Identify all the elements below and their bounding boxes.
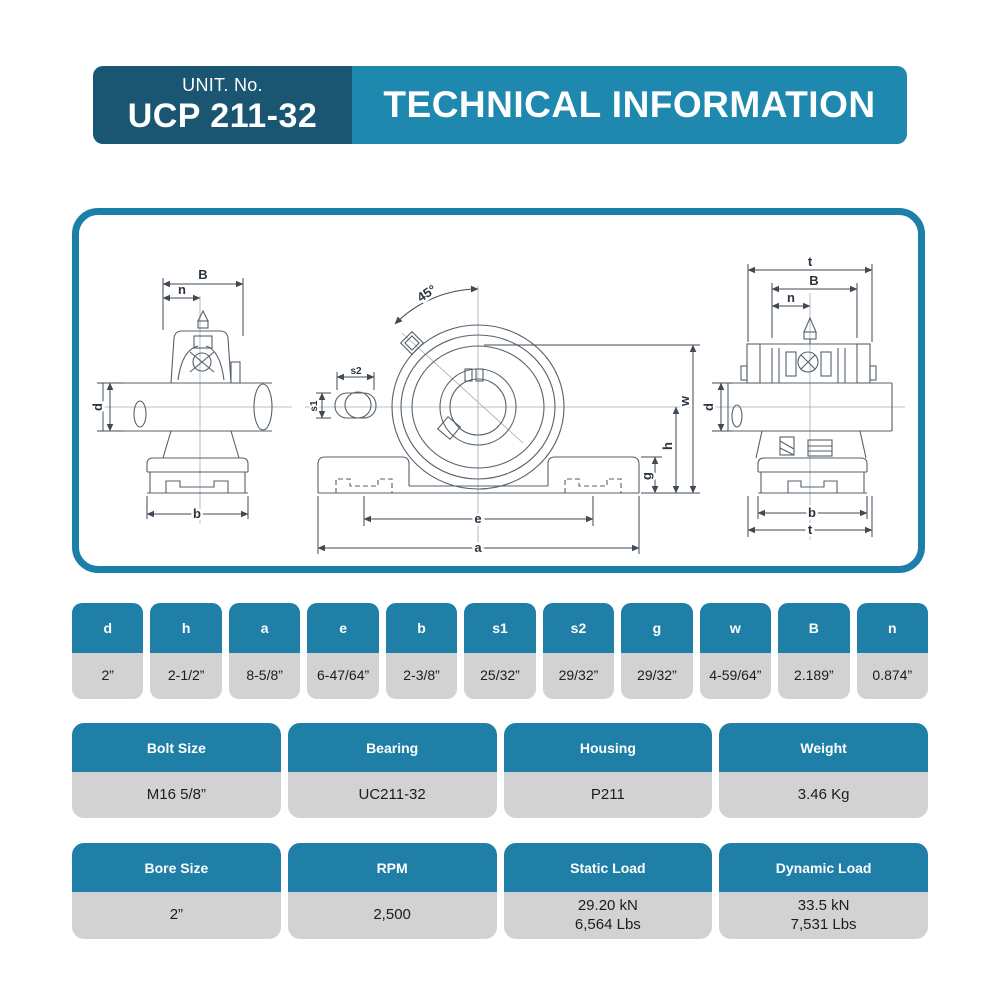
column-value: 8-5/8” <box>228 653 301 699</box>
dim-label-s1: s1 <box>309 400 320 412</box>
dim-label-n-left: n <box>178 282 186 297</box>
column-value: 6-47/64” <box>307 653 379 699</box>
column-value: 2-1/2” <box>150 653 222 699</box>
technical-drawing-panel: B n d b 45° s2 s1 e a w h g t B n d b t <box>72 208 925 573</box>
column-value: 4-59/64” <box>699 653 772 699</box>
column-value: 33.5 kN 7,531 Lbs <box>719 892 928 939</box>
technical-drawing: B n d b 45° s2 s1 e a w h g t B n d b t <box>88 252 905 558</box>
dim-label-d-left: d <box>90 403 105 411</box>
column-value: 2,500 <box>287 892 497 939</box>
column-value: P211 <box>503 772 713 818</box>
column-header: B <box>778 603 850 653</box>
column-header: Bearing <box>287 723 497 772</box>
column-value: 2.189” <box>778 653 850 699</box>
dim-label-b-right: b <box>808 505 816 520</box>
column-header: Bore Size <box>72 843 281 892</box>
column-value: 2” <box>72 653 144 699</box>
column-header: n <box>856 603 928 653</box>
column-value: 25/32” <box>464 653 536 699</box>
column-header: s1 <box>464 603 536 653</box>
column-header: Bolt Size <box>72 723 281 772</box>
column-header: g <box>621 603 693 653</box>
column-header: Weight <box>719 723 928 772</box>
dim-label-h: h <box>660 442 675 450</box>
dim-label-angle: 45° <box>414 282 439 305</box>
column-header: d <box>72 603 144 653</box>
title-panel: TECHNICAL INFORMATION <box>352 66 907 144</box>
dim-label-B-left: B <box>198 267 207 282</box>
dim-label-t-bottom-right: t <box>808 522 813 537</box>
dim-label-d-right: d <box>701 403 716 411</box>
unit-number-panel: UNIT. No. UCP 211-32 <box>93 66 352 144</box>
column-header: RPM <box>287 843 497 892</box>
column-value: 2” <box>72 892 281 939</box>
column-value: 29/32” <box>621 653 693 699</box>
grease-fitting-icon <box>399 330 425 356</box>
column-header: a <box>228 603 301 653</box>
column-value: 29.20 kN 6,564 Lbs <box>503 892 713 939</box>
dim-label-e: e <box>474 511 481 526</box>
column-value: 2-3/8” <box>385 653 458 699</box>
front-view <box>305 285 700 554</box>
dim-label-a: a <box>474 540 482 555</box>
unit-number-caption: UNIT. No. <box>182 74 263 95</box>
column-value: M16 5/8” <box>72 772 281 818</box>
column-header: s2 <box>542 603 615 653</box>
dim-label-n-right: n <box>787 290 795 305</box>
dim-label-w: w <box>677 395 692 407</box>
dim-label-B-right: B <box>809 273 818 288</box>
column-header: Dynamic Load <box>719 843 928 892</box>
column-value: 0.874” <box>856 653 928 699</box>
column-value: 3.46 Kg <box>719 772 928 818</box>
page-title: TECHNICAL INFORMATION <box>383 84 876 125</box>
column-header: Housing <box>503 723 713 772</box>
dim-label-t-top-right: t <box>808 254 813 269</box>
column-value: UC211-32 <box>287 772 497 818</box>
left-end-view <box>92 278 292 524</box>
column-header: Static Load <box>503 843 713 892</box>
dimension-labels: B n d b 45° s2 s1 e a w h g t B n d b t <box>88 252 822 558</box>
dim-label-s2: s2 <box>350 366 362 377</box>
right-section-view <box>712 264 905 540</box>
column-header: w <box>699 603 772 653</box>
dim-label-b-left: b <box>193 506 201 521</box>
set-screw-detail <box>436 415 462 441</box>
column-header: b <box>385 603 458 653</box>
header-banner: UNIT. No. UCP 211-32 TECHNICAL INFORMATI… <box>93 66 907 144</box>
column-header: e <box>307 603 379 653</box>
unit-number: UCP 211-32 <box>127 96 318 135</box>
column-value: 29/32” <box>542 653 615 699</box>
dim-label-g: g <box>639 472 654 480</box>
column-header: h <box>150 603 222 653</box>
